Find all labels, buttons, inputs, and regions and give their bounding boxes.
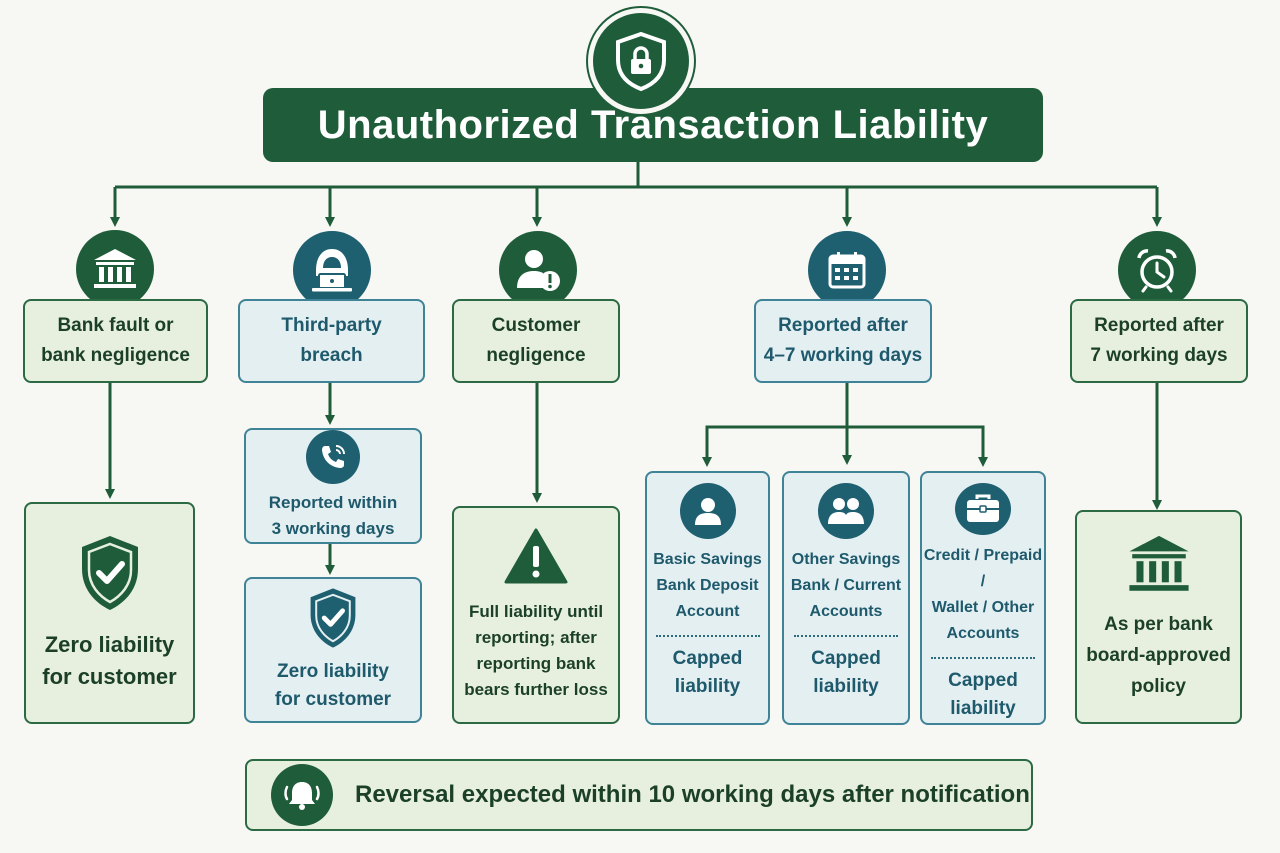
shield-check-icon: [310, 588, 356, 648]
category-reported-4-7-days: Reported after 4–7 working days: [754, 299, 932, 383]
user-warning-icon: [499, 231, 577, 309]
account-other-savings: Other Savings Bank / Current Accounts Ca…: [782, 471, 910, 725]
category-reported-after-7-days: Reported after 7 working days: [1070, 299, 1248, 383]
people-icon: [818, 483, 874, 539]
footer-text: Reversal expected within 10 working days…: [355, 781, 1030, 808]
calendar-icon: [808, 231, 886, 309]
shield-lock-icon: [588, 8, 694, 114]
bank-icon: [1128, 535, 1189, 591]
divider: [655, 635, 760, 637]
bank-icon: [76, 230, 154, 308]
reversal-footer: Reversal expected within 10 working days…: [245, 759, 1033, 831]
outcome-bank-policy: As per bank board-approved policy: [1075, 510, 1242, 724]
account-basic-savings: Basic Savings Bank Deposit Account Cappe…: [645, 471, 770, 725]
person-icon: [679, 483, 736, 539]
outcome-third-party: Zero liability for customer: [244, 577, 422, 723]
shield-check-icon: [81, 536, 138, 610]
category-customer-negligence: Customer negligence: [452, 299, 620, 383]
phone-icon: [306, 430, 360, 484]
step-reported-within-3-days: Reported within 3 working days: [244, 428, 422, 544]
divider: [931, 657, 1035, 659]
category-third-party-breach: Third-party breach: [238, 299, 425, 383]
account-credit-prepaid-wallet: Credit / Prepaid / Wallet / Other Accoun…: [920, 471, 1046, 725]
hacker-icon: [293, 231, 371, 309]
category-bank-fault: Bank fault or bank negligence: [23, 299, 208, 383]
outcome-bank-fault: Zero liability for customer: [24, 502, 195, 724]
outcome-customer-negligence: Full liability until reporting; after re…: [452, 506, 620, 724]
warning-icon: [504, 528, 568, 584]
briefcase-icon: [955, 483, 1011, 535]
alarm-clock-icon: [1118, 231, 1196, 309]
account-branch-line: [705, 425, 985, 460]
divider: [794, 635, 898, 637]
bell-icon: [271, 764, 333, 826]
